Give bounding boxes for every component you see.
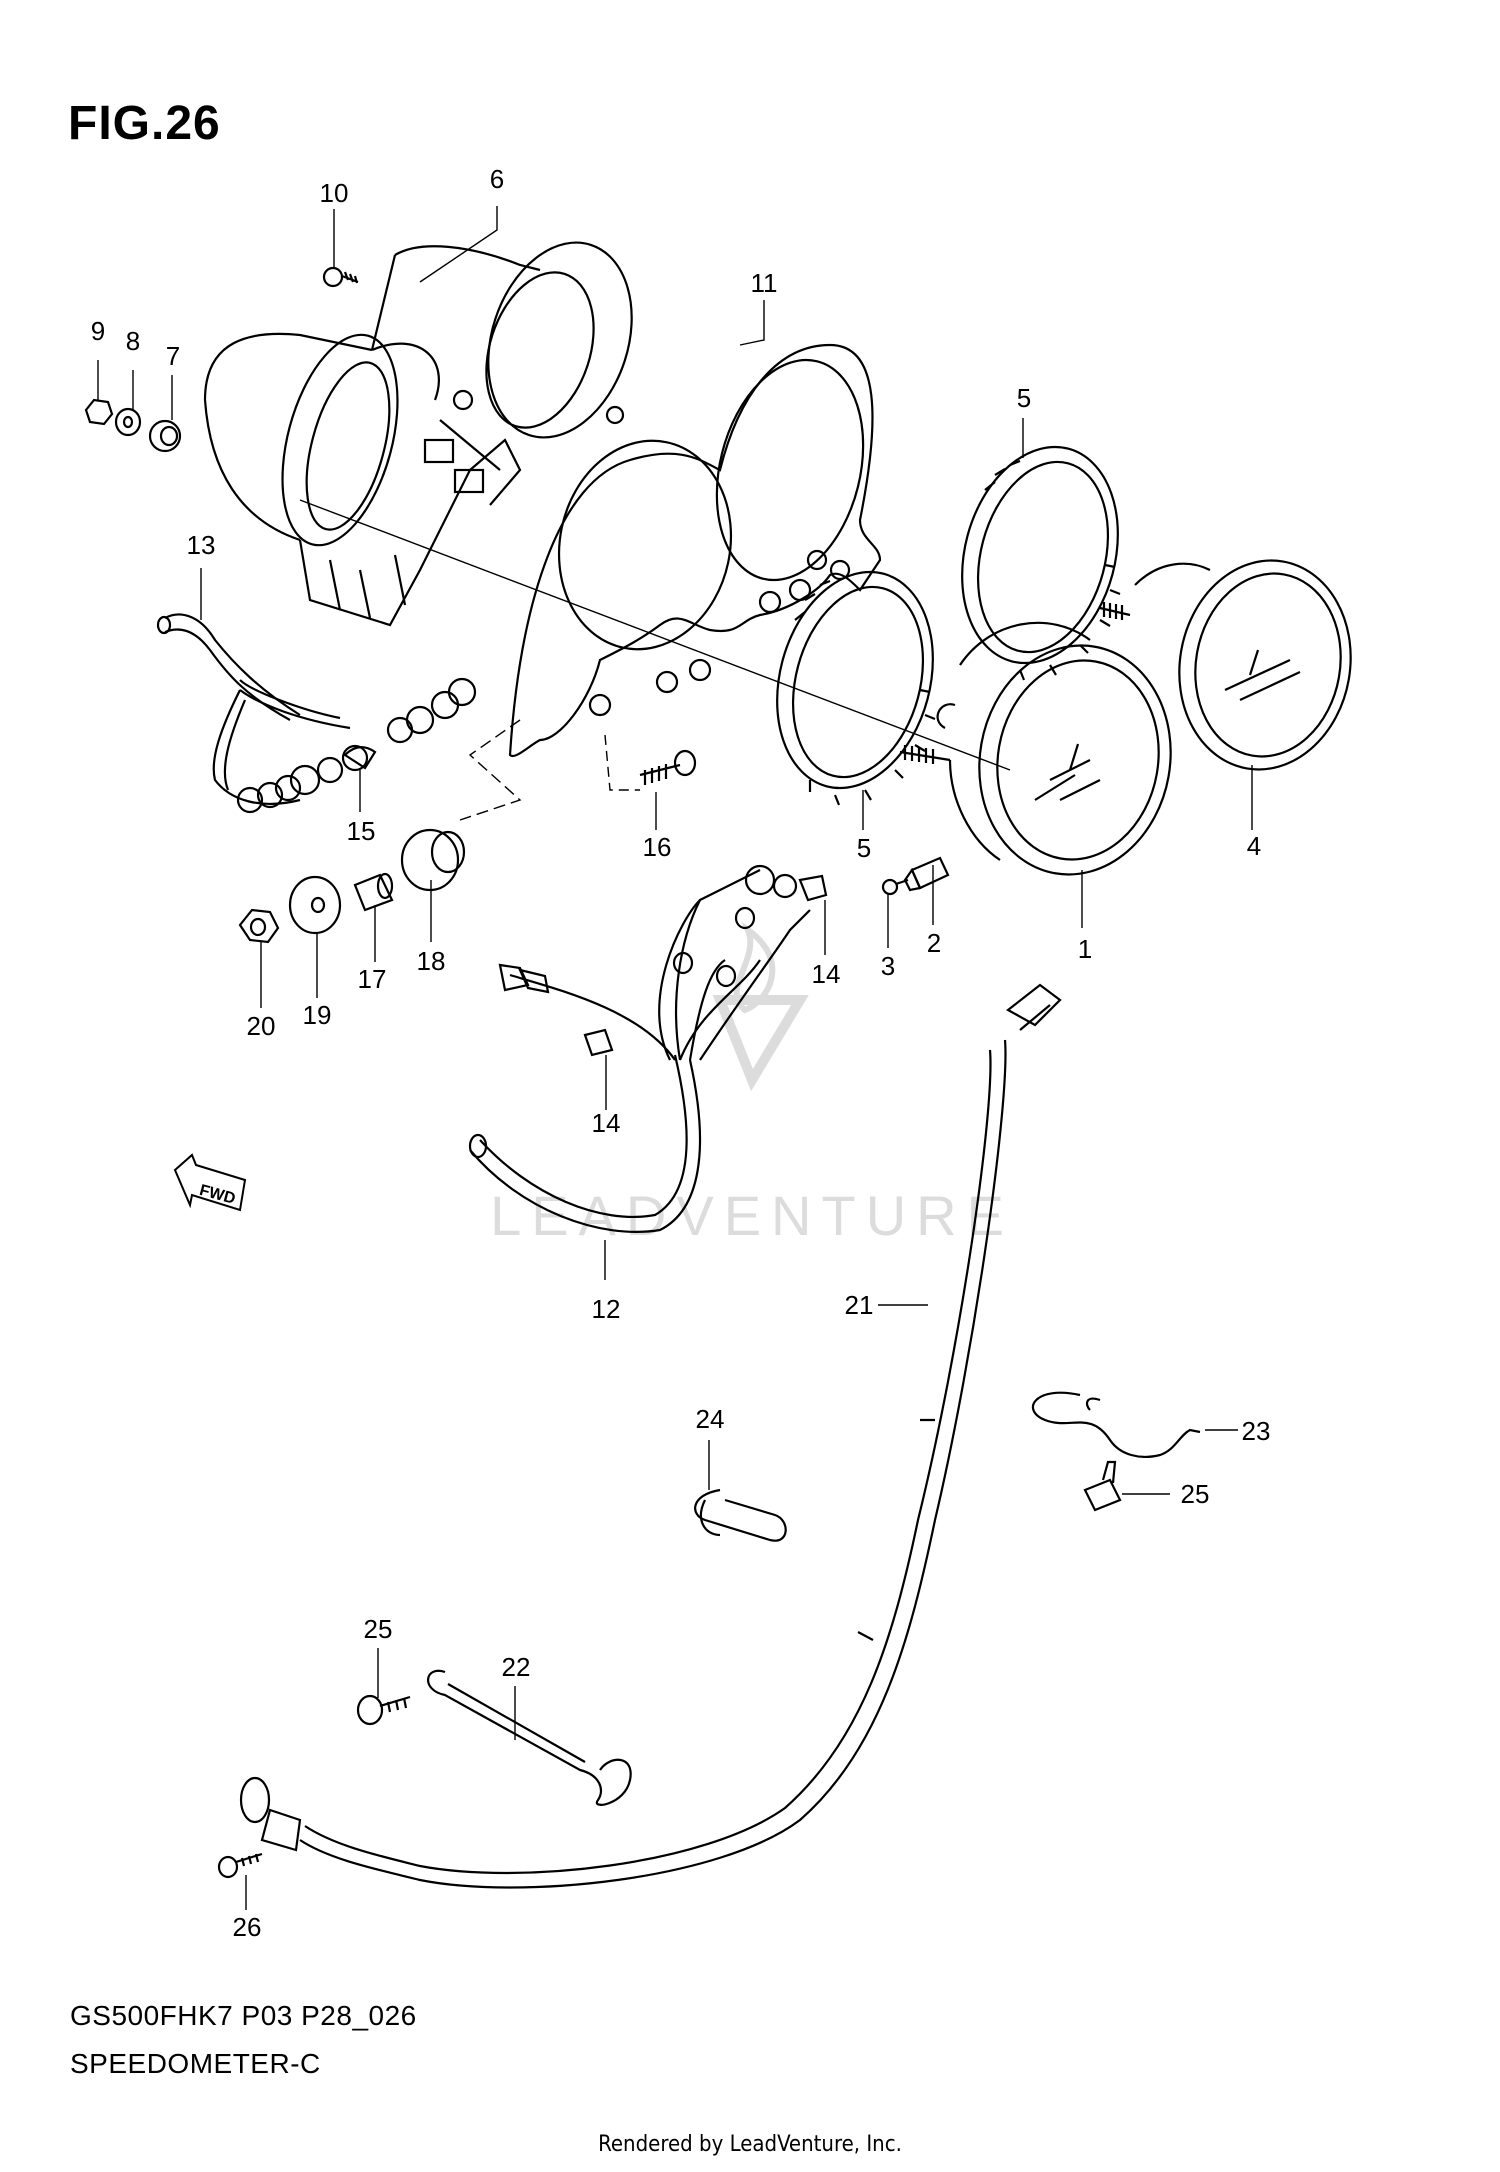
meter-panel-cover — [508, 343, 882, 758]
wire-harness-13 — [156, 613, 477, 814]
spacer-17 — [353, 872, 394, 912]
screw-16-axis-line — [604, 734, 640, 791]
model-code: GS500FHK7 P03 P28_026 — [70, 2000, 417, 2031]
callout-2: 2 — [927, 928, 941, 958]
callout-8: 8 — [126, 326, 140, 356]
callout-labels: 1 2 3 4 5 5 6 7 8 9 10 11 12 13 14 14 15… — [91, 164, 1271, 1942]
figure-title: FIG.26 — [68, 97, 221, 150]
callout-4: 4 — [1247, 831, 1261, 861]
meter-case — [203, 241, 633, 627]
fwd-arrow: FWD — [173, 1153, 247, 1212]
callout-21: 21 — [845, 1290, 874, 1320]
callout-13: 13 — [187, 530, 216, 560]
grommet-18 — [400, 828, 466, 892]
screw-26 — [217, 1852, 263, 1879]
callout-17: 17 — [358, 964, 387, 994]
nut-20 — [238, 908, 280, 944]
gauge-ring-rear — [961, 445, 1121, 681]
speedometer-cable-21 — [239, 983, 1062, 1889]
bolt-25-left — [356, 1694, 411, 1726]
callout-20: 20 — [247, 1011, 276, 1041]
tachometer-gauge — [1099, 559, 1352, 771]
callout-14-right: 14 — [812, 959, 841, 989]
clamp-23 — [1032, 1391, 1201, 1458]
callout-22: 22 — [502, 1652, 531, 1682]
screw-3 — [881, 878, 909, 896]
callout-19: 19 — [303, 1000, 332, 1030]
callout-12: 12 — [592, 1294, 621, 1324]
assembly-axis-line — [299, 499, 1011, 771]
callout-3: 3 — [881, 951, 895, 981]
leader-lines — [97, 206, 1253, 1910]
screw-16 — [639, 749, 697, 785]
callout-5-upper: 5 — [1017, 383, 1031, 413]
watermark-text: LEADVENTURE — [490, 1184, 1014, 1247]
wire-harness-12 — [468, 864, 828, 1233]
render-credit: Rendered by LeadVenture, Inc. — [598, 2132, 902, 2157]
callout-9: 9 — [91, 316, 105, 346]
callout-5-lower: 5 — [857, 833, 871, 863]
callout-11: 11 — [751, 268, 778, 298]
callout-6: 6 — [490, 164, 504, 194]
watermark-logo: LEADVENTURE — [490, 921, 1014, 1247]
callout-23: 23 — [1242, 1416, 1271, 1446]
bracket-axis-line — [459, 719, 522, 821]
callout-18: 18 — [417, 946, 446, 976]
callout-25-right: 25 — [1181, 1479, 1210, 1509]
callout-7: 7 — [166, 341, 180, 371]
nut-washer-group — [84, 398, 182, 453]
callout-10: 10 — [320, 178, 349, 208]
screw-10 — [322, 266, 359, 288]
callout-24: 24 — [696, 1404, 725, 1434]
gauge-ring-front — [776, 570, 936, 806]
clip-22 — [427, 1669, 632, 1806]
callout-25-left: 25 — [364, 1614, 393, 1644]
section-name: SPEEDOMETER-C — [70, 2048, 321, 2079]
callout-1: 1 — [1078, 934, 1092, 964]
callout-16: 16 — [643, 832, 672, 862]
callout-15: 15 — [347, 816, 376, 846]
callout-26: 26 — [233, 1912, 262, 1942]
clamp-24 — [694, 1488, 787, 1542]
washer-19 — [288, 875, 342, 935]
knob-2 — [903, 856, 950, 892]
speedometer-gauge — [899, 621, 1172, 876]
callout-14-lower: 14 — [592, 1108, 621, 1138]
bolt-25-right — [1083, 1460, 1122, 1512]
